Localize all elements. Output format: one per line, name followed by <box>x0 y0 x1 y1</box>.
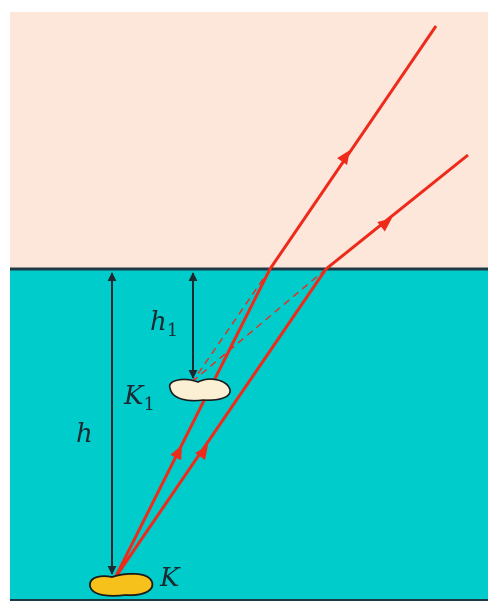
ray-2-extension <box>192 268 327 382</box>
ray-2-arrow-water <box>195 445 208 460</box>
label-h: h <box>76 419 93 449</box>
ray-2-in-water <box>113 268 328 579</box>
ray-1-in-water <box>113 268 272 579</box>
air-region <box>10 12 488 269</box>
object-k-shape <box>89 572 154 597</box>
ray-2-arrow-air <box>377 218 392 232</box>
ray-1-extension <box>192 268 271 382</box>
water-region <box>10 269 488 600</box>
label-h1: h1 <box>150 307 178 341</box>
label-k1: K1 <box>123 381 155 415</box>
ray-2-in-air <box>325 153 469 271</box>
ray-1-arrow-water <box>170 445 182 461</box>
label-k: K <box>159 563 181 593</box>
ray-1-arrow-air <box>337 150 350 165</box>
ray-1-in-air <box>268 25 438 270</box>
image-k1-shape <box>168 378 231 402</box>
